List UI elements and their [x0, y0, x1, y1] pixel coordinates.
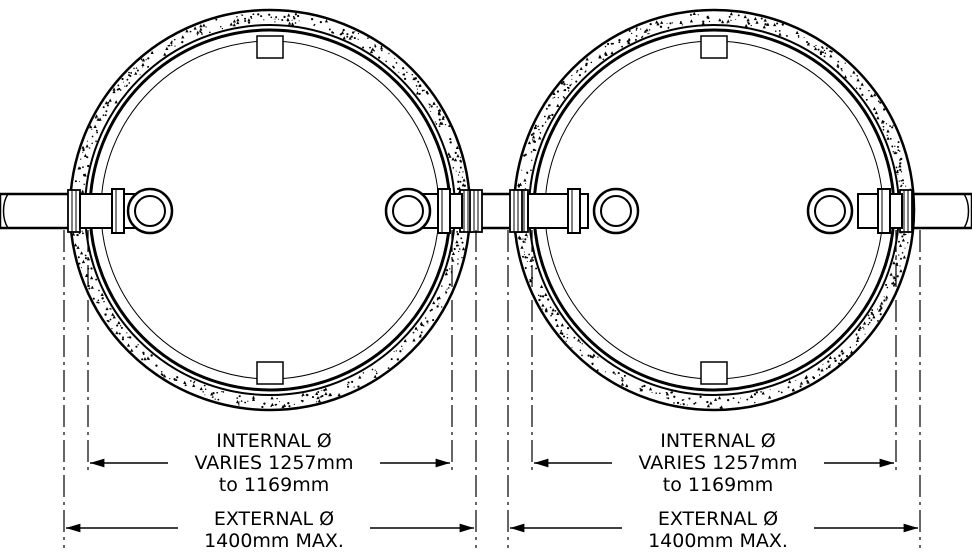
external-dim-label-1: EXTERNAL Ø 1400mm MAX.: [178, 508, 370, 552]
internal-dim-label-2: INTERNAL Ø VARIES 1257mm to 1169mm: [612, 430, 824, 496]
pipe-coupling: [469, 189, 483, 233]
pipe-coupling: [509, 189, 523, 233]
pipe-bend: [527, 187, 640, 235]
pipe-fittings: [67, 187, 913, 235]
concrete-texture: [516, 11, 912, 409]
external-dim-label-2: EXTERNAL Ø 1400mm MAX.: [622, 508, 814, 552]
pipe-bend: [79, 187, 174, 235]
pipe-bend: [384, 187, 463, 235]
manhole-ring-right: [512, 8, 916, 412]
pipe-bend: [806, 187, 903, 235]
internal-dim-label-1: INTERNAL Ø VARIES 1257mm to 1169mm: [168, 430, 380, 496]
pipe-coupling: [67, 189, 81, 233]
